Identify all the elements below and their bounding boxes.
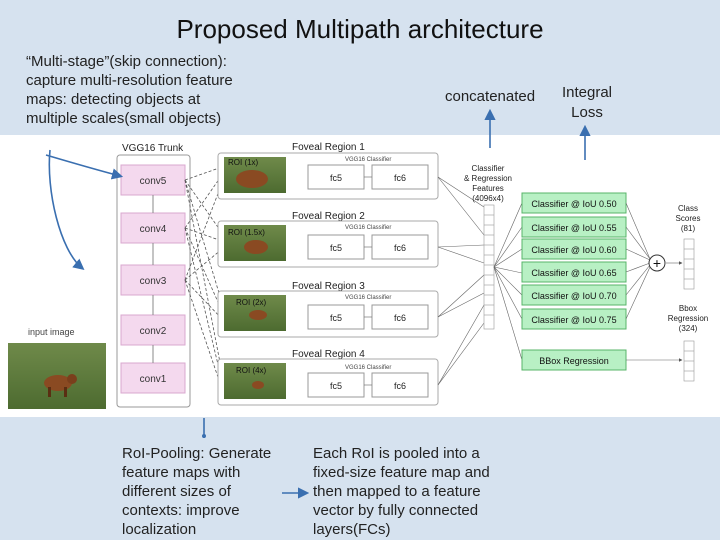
svg-text:fc6: fc6 <box>394 381 406 391</box>
svg-text:fc5: fc5 <box>330 243 342 253</box>
trunk-frame <box>116 154 191 408</box>
svg-text:Class: Class <box>678 204 698 213</box>
svg-text:Bbox: Bbox <box>679 304 697 313</box>
trunk-layer: conv5 <box>120 164 186 196</box>
svg-text:fc6: fc6 <box>394 173 406 183</box>
foveal-region-3: Foveal Region 3 ROI (2x) VGG16 Classifie… <box>217 281 439 338</box>
svg-text:Classifier @ IoU 0.55: Classifier @ IoU 0.55 <box>531 223 616 233</box>
svg-text:& Regression: & Regression <box>464 174 512 183</box>
arrow-skip-connection <box>48 149 85 271</box>
svg-text:Regression: Regression <box>668 314 708 323</box>
svg-text:Classifier @ IoU 0.50: Classifier @ IoU 0.50 <box>531 199 616 209</box>
svg-text:Classifier @ IoU 0.60: Classifier @ IoU 0.60 <box>531 245 616 255</box>
sum-node: + <box>648 254 666 272</box>
svg-text:VGG16 Classifier: VGG16 Classifier <box>345 365 391 371</box>
svg-text:fc6: fc6 <box>394 243 406 253</box>
svg-text:ROI (1x): ROI (1x) <box>228 158 259 167</box>
svg-text:conv5: conv5 <box>140 176 167 187</box>
svg-text:VGG16 Classifier: VGG16 Classifier <box>345 157 391 163</box>
svg-text:+: + <box>653 255 661 271</box>
bbox-regression-label: Bbox Regression (324) <box>668 304 708 333</box>
svg-text:fc5: fc5 <box>330 381 342 391</box>
note-roi-pooling: RoI-Pooling: Generate feature maps with … <box>122 445 272 538</box>
svg-text:ROI (1.5x): ROI (1.5x) <box>228 228 265 237</box>
foveal-region-1: Foveal Region 1 ROI (1x) VGG16 Classifie… <box>217 142 439 200</box>
svg-text:VGG16 Classifier: VGG16 Classifier <box>345 295 391 301</box>
architecture-figure: input image VGG16 Trunk conv5 conv4 conv… <box>0 135 720 417</box>
svg-text:conv3: conv3 <box>140 276 167 287</box>
svg-text:(4096x4): (4096x4) <box>472 194 504 203</box>
svg-text:(324): (324) <box>679 324 698 333</box>
feature-vector <box>483 204 495 330</box>
svg-text:Classifier @ IoU 0.70: Classifier @ IoU 0.70 <box>531 291 616 301</box>
svg-text:fc5: fc5 <box>330 313 342 323</box>
svg-text:VGG16 Classifier: VGG16 Classifier <box>345 225 391 231</box>
svg-text:conv1: conv1 <box>140 374 167 385</box>
foveal-region-4: Foveal Region 4 ROI (4x) VGG16 Classifie… <box>217 349 439 406</box>
svg-text:Classifier: Classifier <box>472 164 505 173</box>
trunk-layer: conv3 <box>120 264 186 296</box>
svg-text:fc6: fc6 <box>394 313 406 323</box>
svg-text:BBox Regression: BBox Regression <box>539 356 609 366</box>
roi-connections <box>184 166 224 390</box>
svg-text:Foveal Region 1: Foveal Region 1 <box>292 142 365 153</box>
svg-text:fc5: fc5 <box>330 173 342 183</box>
svg-text:Classifier @ IoU 0.75: Classifier @ IoU 0.75 <box>531 315 616 325</box>
svg-text:conv4: conv4 <box>140 224 167 235</box>
architecture-diagram: input image VGG16 Trunk conv5 conv4 conv… <box>8 142 708 409</box>
note-integral-loss: Integral Loss <box>561 84 613 121</box>
input-image-label: input image <box>28 327 75 337</box>
svg-text:conv2: conv2 <box>140 326 167 337</box>
features-label: Classifier & Regression Features (4096x4… <box>464 164 512 203</box>
class-scores-label: Class Scores (81) <box>676 204 701 233</box>
trunk-label: VGG16 Trunk <box>122 143 184 154</box>
class-scores-vector <box>683 238 695 290</box>
feature-connections <box>437 176 485 386</box>
classifier-box: Classifier @ IoU 0.50 <box>521 192 627 214</box>
note-concatenated: concatenated <box>445 88 536 105</box>
input-image <box>8 343 106 409</box>
svg-text:ROI (4x): ROI (4x) <box>236 366 267 375</box>
trunk-layer: conv1 <box>120 362 186 394</box>
svg-text:Scores: Scores <box>676 214 701 223</box>
slide-title: Proposed Multipath architecture <box>176 14 544 44</box>
svg-text:(81): (81) <box>681 224 696 233</box>
svg-text:ROI (2x): ROI (2x) <box>236 298 267 307</box>
svg-text:Foveal Region 3: Foveal Region 3 <box>292 281 365 292</box>
trunk-layer: conv2 <box>120 314 186 346</box>
foveal-region-2: Foveal Region 2 ROI (1.5x) VGG16 Classif… <box>217 211 439 268</box>
note-fc: Each RoI is pooled into a fixed-size fea… <box>313 445 490 538</box>
svg-text:Features: Features <box>472 184 504 193</box>
note-multistage: “Multi-stage”(skip connection): capture … <box>26 53 233 127</box>
svg-text:Foveal Region 2: Foveal Region 2 <box>292 211 365 222</box>
bbox-vector <box>683 340 695 382</box>
svg-text:Classifier @ IoU 0.65: Classifier @ IoU 0.65 <box>531 268 616 278</box>
svg-text:Foveal Region 4: Foveal Region 4 <box>292 349 365 360</box>
arrow-skip-top <box>45 154 124 180</box>
